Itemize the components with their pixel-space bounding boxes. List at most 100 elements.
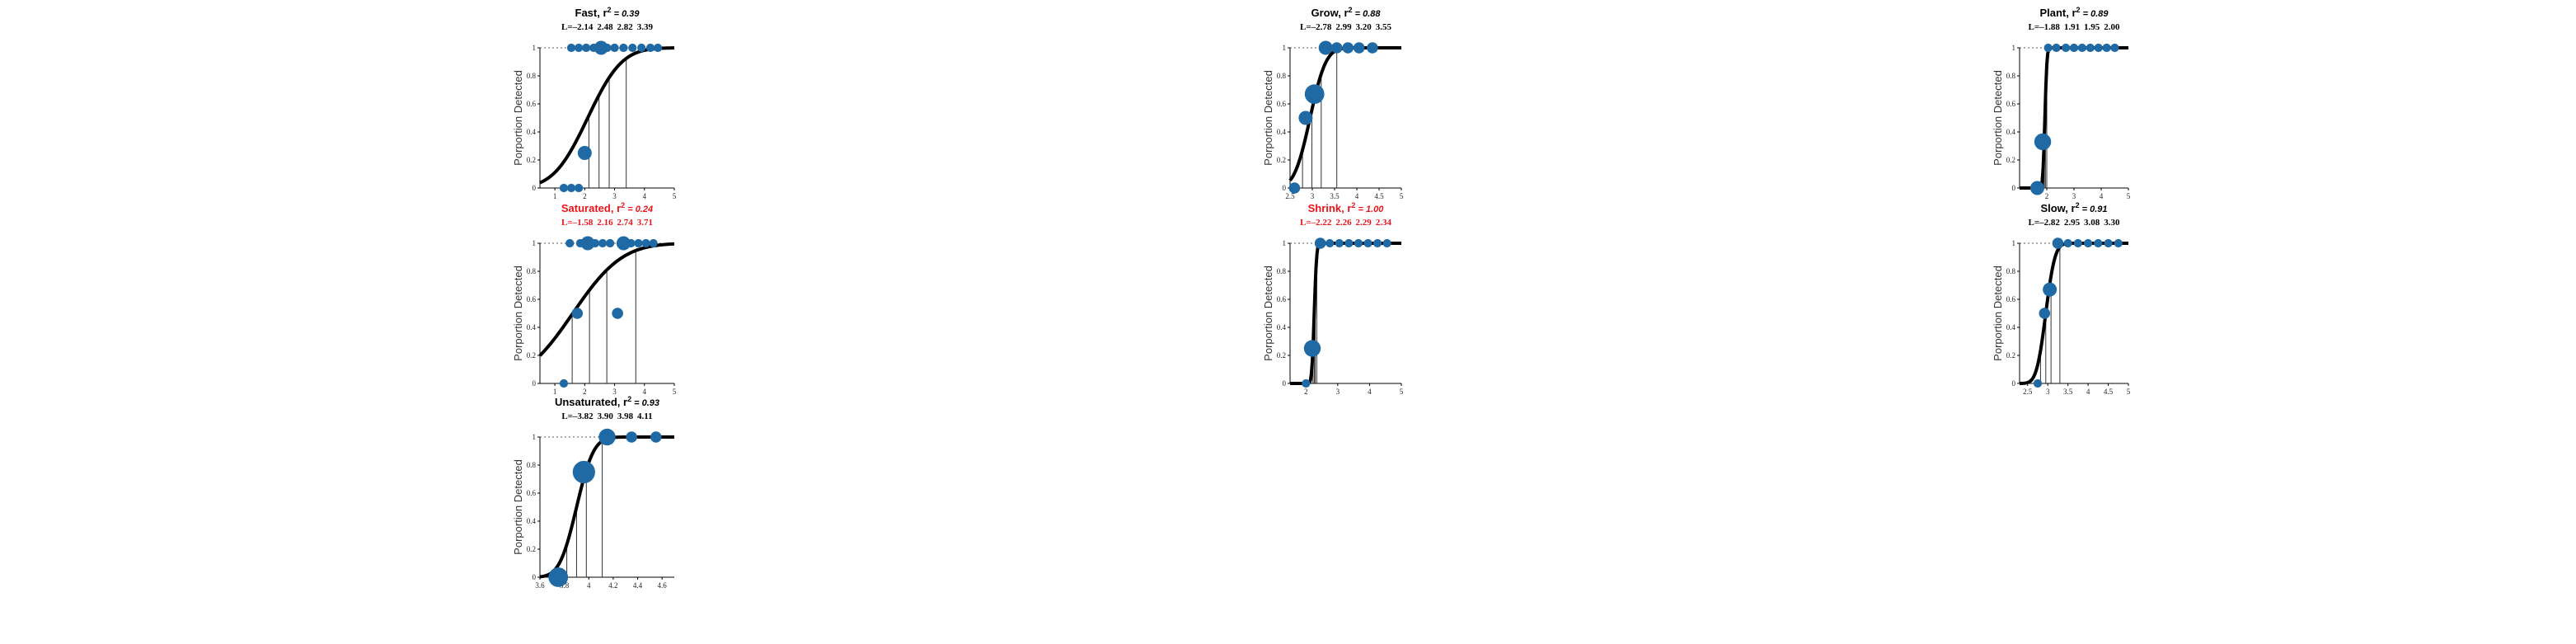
y-tick-label: 0 — [533, 573, 537, 581]
y-axis-label: Porportion Detected — [1262, 266, 1274, 361]
y-tick-label: 0.8 — [527, 461, 537, 469]
data-point — [650, 431, 662, 443]
y-axis-label: Porportion Detected — [1262, 70, 1274, 166]
y-tick-label: 1 — [1283, 44, 1287, 52]
data-point — [2104, 238, 2113, 248]
fit-curve — [2019, 242, 2128, 385]
data-point — [574, 183, 584, 193]
chart-panel: Slow, r2 = 0.91L=–2.82 2.95 3.08 3.30Por… — [1992, 201, 2131, 396]
x-tick-label: 3 — [1311, 192, 1315, 200]
y-tick-label: 0.4 — [1277, 128, 1287, 136]
x-tick-label: 3.5 — [2063, 388, 2073, 396]
chart-panel: Saturated, r2 = 0.24L=–1.58 2.16 2.74 3.… — [512, 201, 677, 396]
data-point — [1363, 238, 1372, 248]
x-tick-label: 5 — [1400, 192, 1404, 200]
data-point — [2084, 238, 2093, 248]
x-tick-label: 4 — [643, 388, 647, 396]
data-point — [2034, 133, 2052, 151]
data-point — [598, 428, 616, 446]
y-tick-label: 0.4 — [2006, 128, 2016, 136]
x-tick-label: 5 — [2127, 388, 2131, 396]
y-tick-label: 0.2 — [1277, 351, 1286, 360]
data-point — [612, 308, 623, 319]
x-tick-label: 2 — [583, 192, 587, 200]
y-axis-label: Porportion Detected — [512, 459, 524, 555]
chart-title: Slow, r2 = 0.91 — [2040, 201, 2107, 214]
x-tick-label: 4.2 — [608, 581, 617, 590]
data-point — [590, 238, 600, 248]
data-point — [1367, 42, 1378, 54]
x-tick-label: 2 — [583, 388, 587, 396]
chart-title: Saturated, r2 = 0.24 — [561, 201, 653, 214]
data-point — [572, 460, 595, 484]
data-point — [559, 183, 569, 193]
x-tick-label: 4.6 — [658, 581, 668, 590]
data-point — [2069, 43, 2079, 53]
chart-subtitle: L=–2.22 2.26 2.29 2.34 — [1300, 218, 1391, 228]
data-point — [641, 238, 650, 248]
fit-curve — [1290, 242, 1401, 385]
chart-subtitle: L=–3.82 3.90 3.98 4.11 — [561, 411, 652, 421]
fit-curve — [2020, 46, 2128, 190]
y-tick-label: 1 — [533, 433, 537, 441]
y-tick-label: 0 — [533, 184, 537, 192]
data-point — [645, 43, 655, 53]
y-tick-label: 0.8 — [2006, 72, 2016, 80]
data-point — [565, 238, 575, 248]
y-tick-label: 0.4 — [527, 517, 537, 525]
data-point — [2039, 308, 2051, 319]
y-tick-label: 0.2 — [2006, 156, 2015, 164]
y-tick-label: 0.8 — [1277, 267, 1287, 275]
y-tick-label: 0.4 — [1277, 323, 1287, 331]
chart-subtitle: L=–1.88 1.91 1.95 2.00 — [2029, 22, 2120, 32]
y-tick-label: 0.6 — [527, 489, 537, 497]
data-point — [2033, 378, 2043, 388]
chart-title: Fast, r2 = 0.39 — [575, 6, 640, 19]
data-point — [571, 308, 584, 319]
data-point — [1298, 110, 1313, 125]
y-tick-label: 0.6 — [1277, 100, 1287, 108]
data-point — [2052, 43, 2061, 53]
y-tick-label: 0.8 — [2006, 267, 2016, 275]
chart-title: Grow, r2 = 0.88 — [1311, 6, 1382, 19]
data-point — [2073, 238, 2082, 248]
chart-subtitle: L=–2.82 2.95 3.08 3.30 — [2029, 218, 2120, 228]
data-point — [1372, 238, 1382, 248]
data-point — [2029, 181, 2044, 195]
data-point — [619, 43, 628, 53]
x-tick-label: 3.5 — [1330, 192, 1340, 200]
y-axis-label: Porportion Detected — [1992, 266, 2004, 361]
y-tick-label: 0.2 — [527, 351, 536, 360]
y-tick-label: 0 — [2012, 379, 2016, 388]
data-point — [634, 238, 643, 248]
data-point — [580, 236, 595, 251]
y-tick-label: 1 — [2012, 44, 2016, 52]
y-tick-label: 0.8 — [527, 267, 537, 275]
chart-subtitle: L=–2.78 2.99 3.20 3.55 — [1300, 22, 1391, 32]
data-point — [2077, 43, 2086, 53]
x-tick-label: 4 — [1368, 388, 1372, 396]
y-axis-label: Porportion Detected — [512, 70, 524, 166]
x-tick-label: 4.4 — [633, 581, 643, 590]
x-tick-label: 2 — [2045, 192, 2049, 200]
data-point — [2086, 43, 2095, 53]
data-point — [594, 40, 608, 55]
x-tick-label: 1 — [553, 192, 557, 200]
data-point — [603, 43, 612, 53]
y-tick-label: 0.8 — [1277, 72, 1287, 80]
x-tick-label: 3.6 — [535, 581, 545, 590]
data-point — [2043, 43, 2053, 53]
data-point — [1314, 237, 1326, 249]
data-point — [1344, 238, 1354, 248]
x-tick-label: 2.5 — [1285, 192, 1295, 200]
chart-panel: Unsaturated, r2 = 0.93L=–3.82 3.90 3.98 … — [512, 395, 674, 590]
y-tick-label: 0.2 — [527, 156, 536, 164]
x-tick-label: 3 — [1336, 388, 1340, 396]
data-point — [559, 378, 569, 388]
y-tick-label: 0.6 — [527, 295, 537, 303]
chart-title: Unsaturated, r2 = 0.93 — [555, 395, 659, 408]
chart-title: Plant, r2 = 0.89 — [2039, 6, 2109, 19]
y-axis-label: Porportion Detected — [512, 266, 524, 361]
y-tick-label: 0.2 — [527, 545, 536, 553]
